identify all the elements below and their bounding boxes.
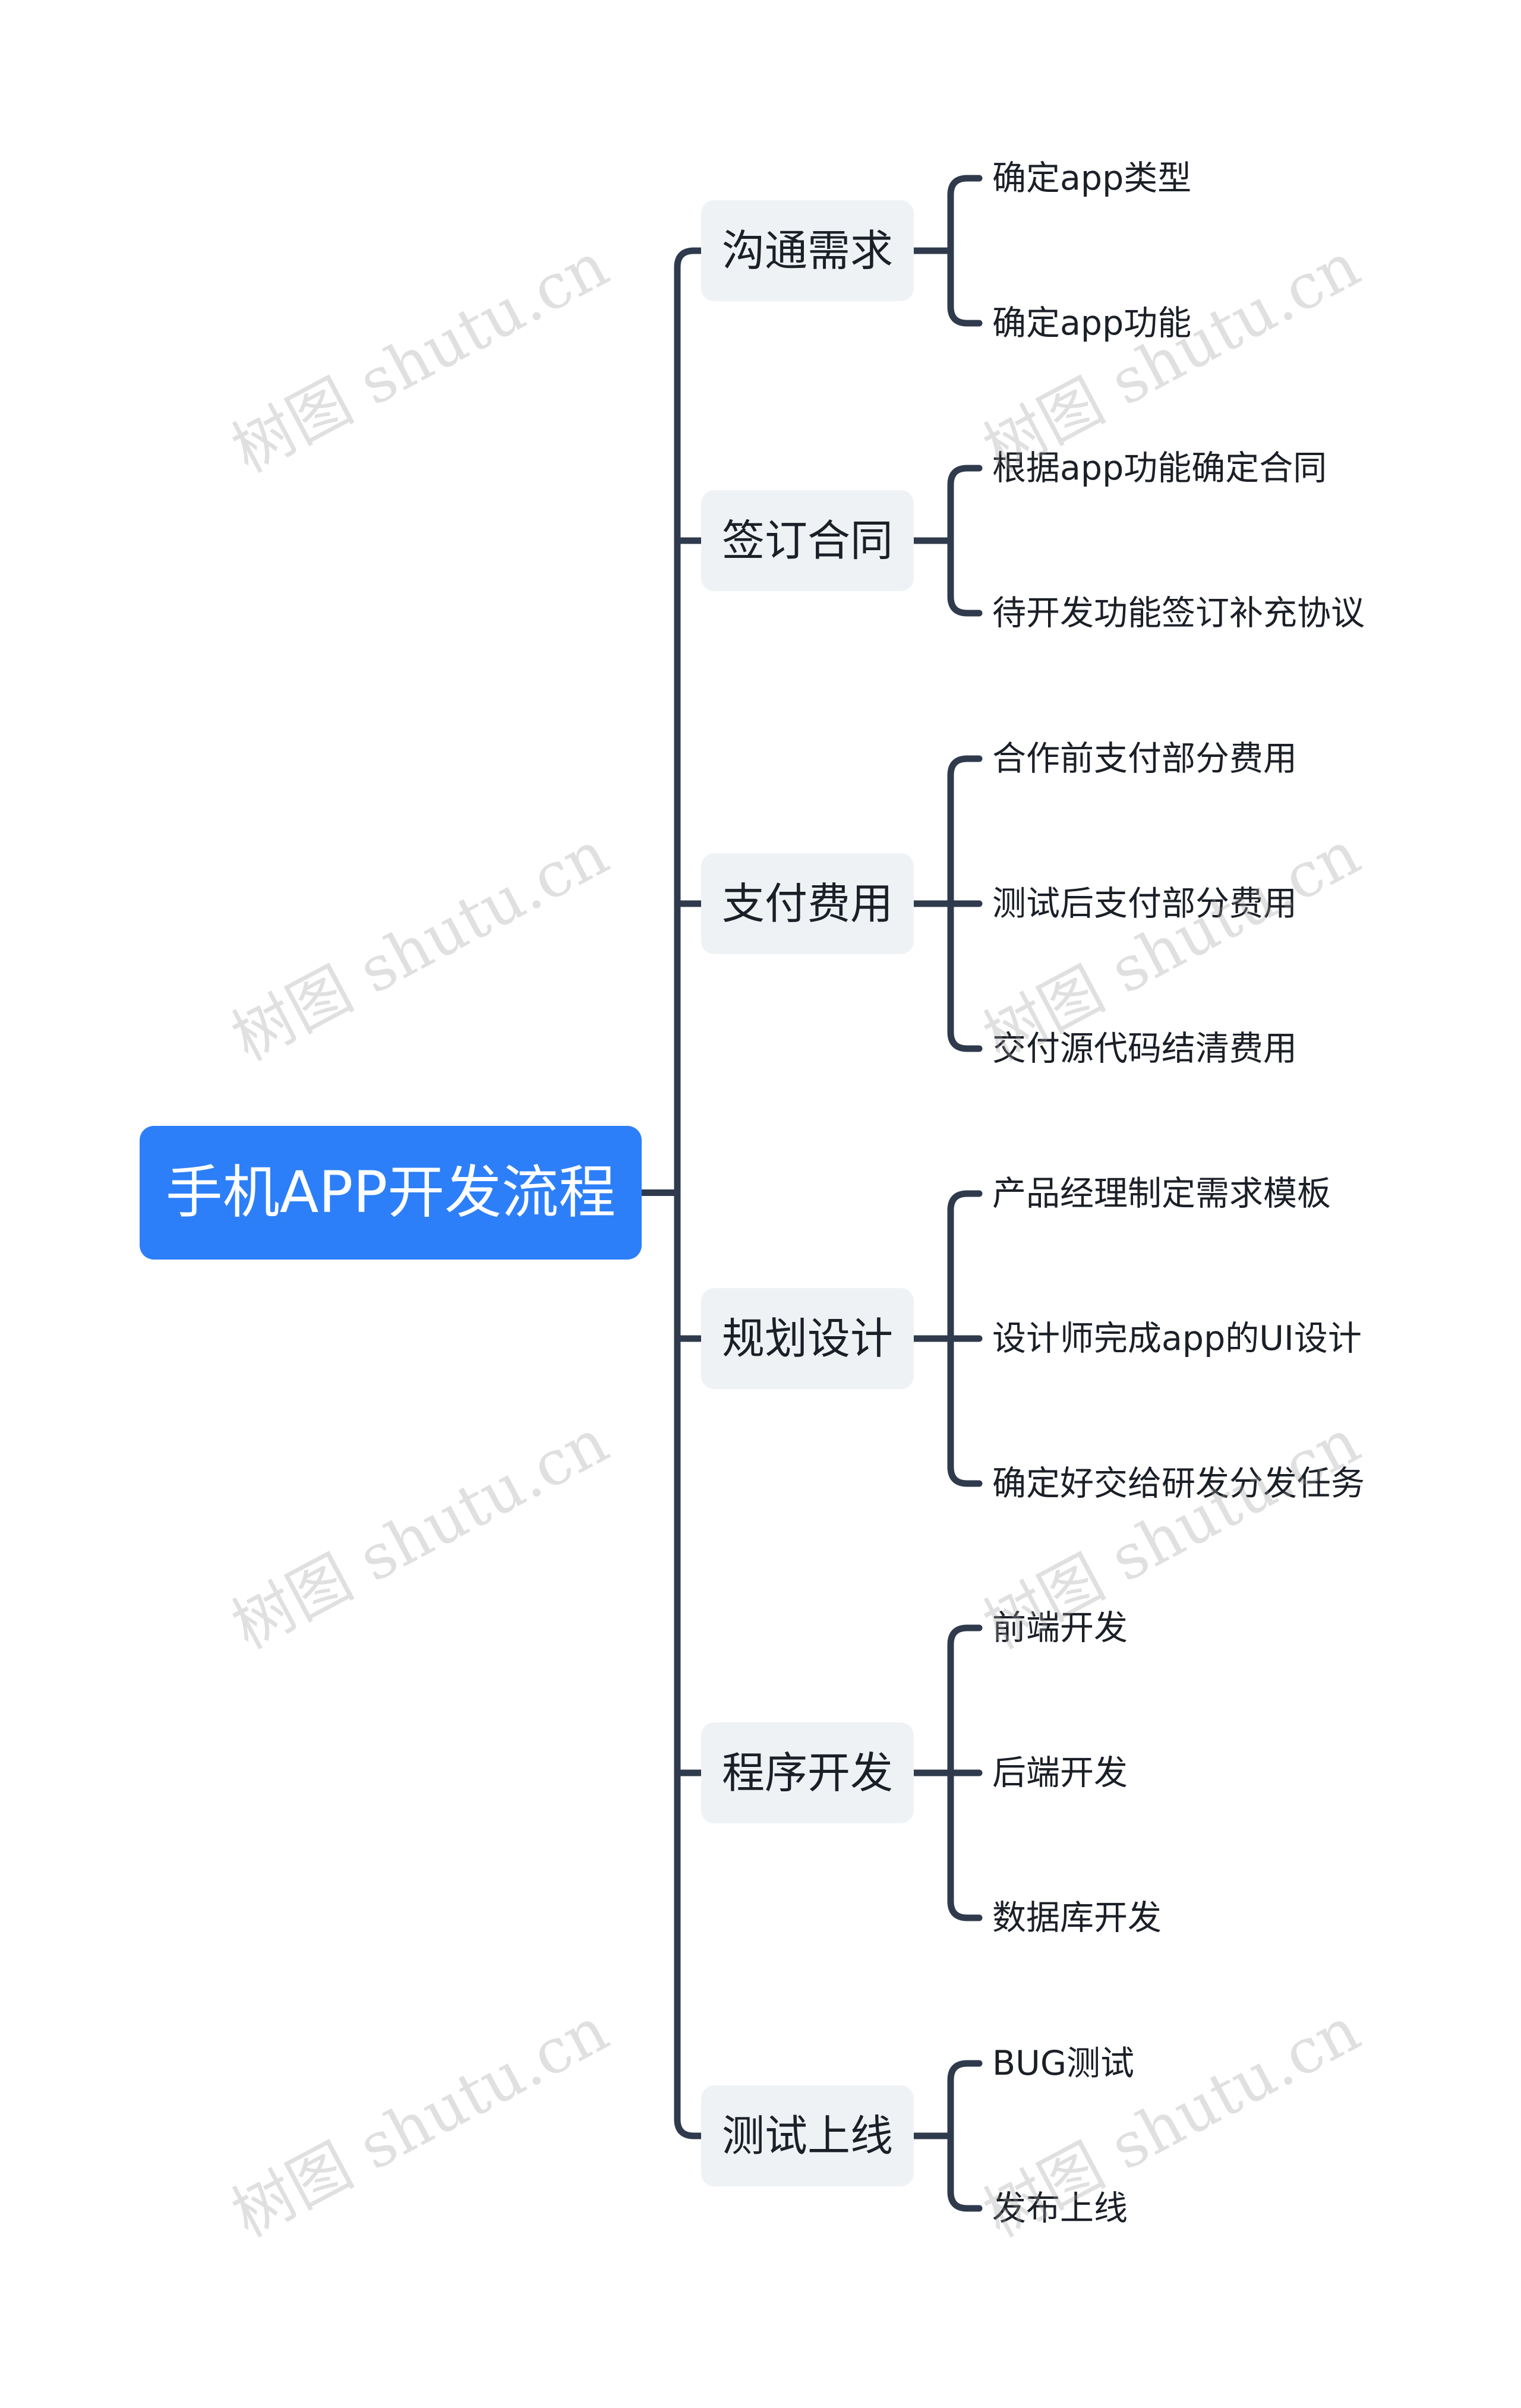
- leaf-node[interactable]: 设计师完成app的UI设计: [992, 1319, 1362, 1358]
- leaf-node[interactable]: 测试后支付部分费用: [992, 884, 1297, 923]
- leaf-node[interactable]: 产品经理制定需求模板: [992, 1174, 1331, 1213]
- branch-connector-spine: [947, 465, 971, 617]
- branch-node[interactable]: 程序开发: [701, 1722, 914, 1823]
- root-node[interactable]: 手机APP开发流程: [140, 1126, 642, 1260]
- leaf-node[interactable]: 确定app功能: [992, 304, 1192, 343]
- branch-node[interactable]: 沟通需求: [701, 200, 914, 301]
- branch-node[interactable]: 测试上线: [701, 2085, 914, 2186]
- branch-node[interactable]: 签订合同: [701, 490, 914, 591]
- root-connector-spine: [674, 247, 698, 2139]
- branch-node[interactable]: 支付费用: [701, 853, 914, 954]
- leaf-node[interactable]: 后端开发: [992, 1753, 1128, 1792]
- leaf-node[interactable]: 待开发功能签订补充协议: [992, 594, 1365, 633]
- leaf-node[interactable]: 合作前支付部分费用: [992, 739, 1297, 778]
- branch-connector-spine: [947, 175, 971, 327]
- branch-connector-spine: [947, 2060, 971, 2212]
- leaf-node[interactable]: BUG测试: [992, 2044, 1134, 2083]
- leaf-node[interactable]: 发布上线: [992, 2189, 1128, 2228]
- leaf-node[interactable]: 交付源代码结清费用: [992, 1029, 1297, 1068]
- leaf-node[interactable]: 根据app功能确定合同: [992, 449, 1327, 488]
- branch-node[interactable]: 规划设计: [701, 1288, 914, 1389]
- leaf-node[interactable]: 数据库开发: [992, 1898, 1162, 1937]
- leaf-node[interactable]: 确定好交给研发分发任务: [992, 1464, 1365, 1503]
- leaf-node[interactable]: 前端开发: [992, 1608, 1128, 1648]
- leaf-node[interactable]: 确定app类型: [992, 159, 1192, 198]
